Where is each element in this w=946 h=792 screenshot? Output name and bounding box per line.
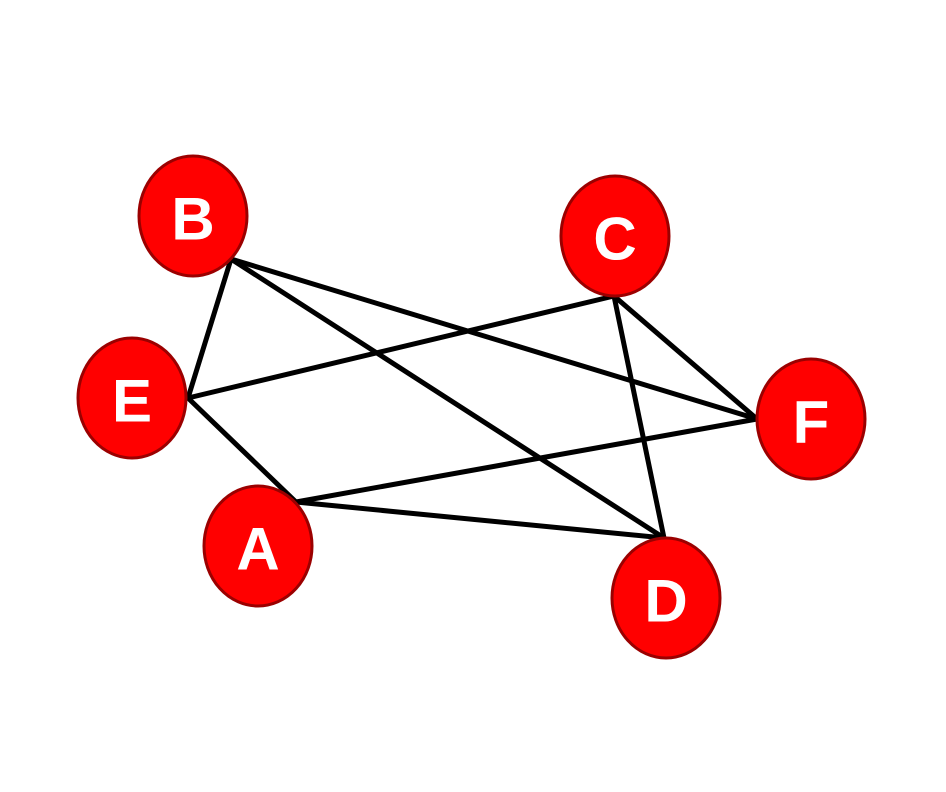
edge-b-d [228,256,667,541]
edge-e-c [185,293,617,401]
node-d-circle [610,536,722,660]
node-f: F [755,357,867,481]
edge-c-f [611,293,760,422]
node-d-label: D [644,568,687,635]
node-c-label: C [593,206,636,273]
node-a: A [202,484,314,608]
edge-a-d [293,499,667,541]
nodes-layer: A B C D E F [76,154,867,660]
node-b-label: B [171,186,214,253]
edge-e-a [185,395,299,505]
node-a-circle [202,484,314,608]
edges-layer [185,256,760,541]
edge-a-f [293,416,760,505]
node-f-label: F [793,389,830,456]
node-f-circle [755,357,867,481]
edge-b-f [228,256,760,422]
node-c-circle [559,174,671,298]
node-e-circle [76,336,188,460]
node-e: E [76,336,188,460]
node-d: D [610,536,722,660]
node-b-circle [137,154,249,278]
node-a-label: A [236,516,279,583]
node-e-label: E [112,368,152,435]
node-c: C [559,174,671,298]
edge-b-e [185,256,234,401]
node-b: B [137,154,249,278]
edge-c-d [611,293,667,541]
